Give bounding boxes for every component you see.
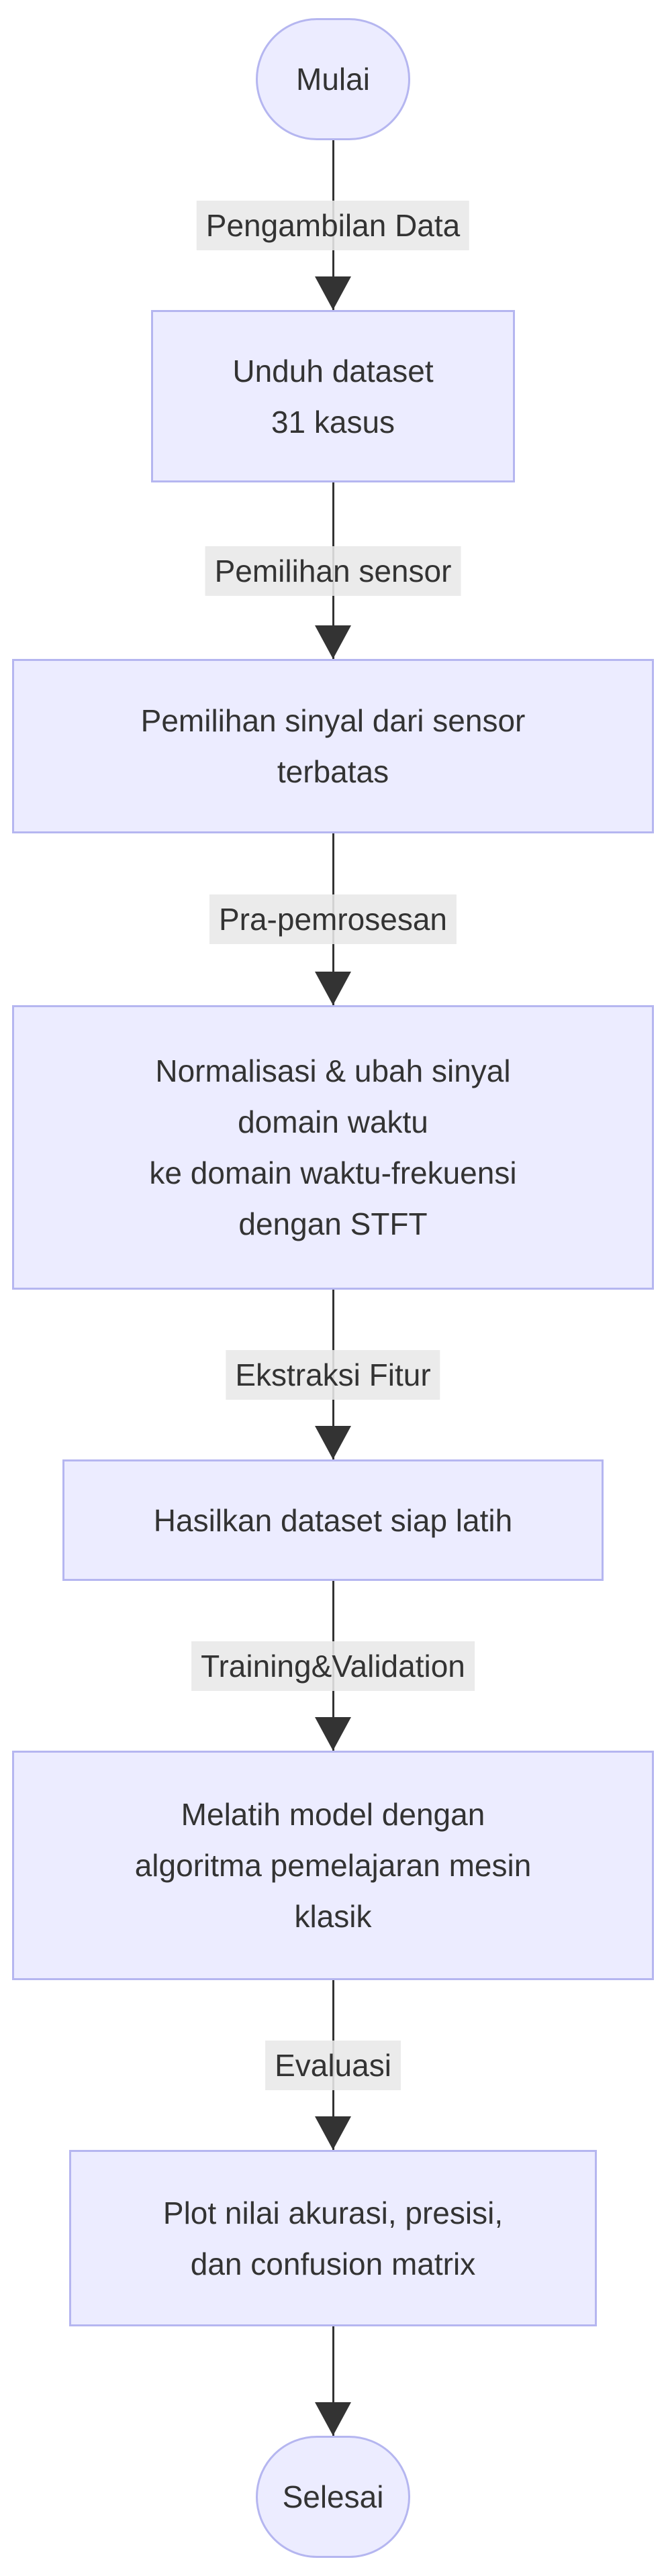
arrowhead-icon	[315, 276, 351, 310]
edge-evaluasi: Evaluasi	[0, 1980, 666, 2150]
arrowhead-icon	[315, 1717, 351, 1751]
node-pemilihan-sinyal: Pemilihan sinyal dari sensor terbatas	[12, 659, 654, 833]
node-normalisasi-stft-line: dengan STFT	[238, 1206, 428, 1241]
node-normalisasi-stft-line: Normalisasi & ubah sinyal	[155, 1053, 511, 1088]
node-plot-evaluasi-line: dan confusion matrix	[190, 2246, 476, 2281]
node-mulai: Mulai	[256, 18, 410, 140]
node-melatih-model-line: klasik	[294, 1899, 372, 1934]
node-mulai-label: Mulai	[296, 62, 370, 97]
node-unduh-dataset-line: 31 kasus	[271, 404, 395, 440]
flow-line	[332, 2326, 334, 2436]
node-normalisasi-stft-line: domain waktu	[238, 1104, 428, 1139]
node-melatih-model-line: algoritma pemelajaran mesin	[134, 1848, 532, 1883]
edge-pra-pemrosesan: Pra-pemrosesan	[0, 833, 666, 1005]
edge-training-validation: Training&Validation	[0, 1581, 666, 1751]
node-normalisasi-stft-line: ke domain waktu-frekuensi	[149, 1155, 517, 1190]
node-plot-evaluasi: Plot nilai akurasi, presisi, dan confusi…	[69, 2150, 597, 2326]
node-melatih-model: Melatih model dengan algoritma pemelajar…	[12, 1751, 654, 1980]
edge-label-ekstraksi-fitur: Ekstraksi Fitur	[226, 1349, 440, 1400]
edge-label-pengambilan-data: Pengambilan Data	[196, 200, 470, 250]
edge-label-training-validation: Training&Validation	[191, 1641, 475, 1691]
edge-label-pra-pemrosesan: Pra-pemrosesan	[209, 894, 457, 944]
node-selesai: Selesai	[256, 2436, 410, 2558]
node-unduh-dataset-line: Unduh dataset	[232, 353, 434, 389]
arrowhead-icon	[315, 1426, 351, 1459]
node-pemilihan-sinyal-line: terbatas	[277, 754, 389, 789]
node-normalisasi-stft: Normalisasi & ubah sinyal domain waktu k…	[12, 1005, 654, 1290]
node-unduh-dataset: Unduh dataset 31 kasus	[151, 310, 515, 482]
edge-pemilihan-sensor: Pemilihan sensor	[0, 482, 666, 659]
node-hasilkan-dataset-line: Hasilkan dataset siap latih	[153, 1502, 513, 1538]
edge-pengambilan-data: Pengambilan Data	[0, 140, 666, 310]
edge-ekstraksi-fitur: Ekstraksi Fitur	[0, 1290, 666, 1459]
node-hasilkan-dataset: Hasilkan dataset siap latih	[62, 1459, 604, 1581]
node-plot-evaluasi-line: Plot nilai akurasi, presisi,	[162, 2195, 504, 2230]
node-melatih-model-line: Melatih model dengan	[181, 1797, 485, 1832]
arrowhead-icon	[315, 972, 351, 1005]
edge-label-evaluasi: Evaluasi	[265, 2040, 401, 2090]
edge-label-pemilihan-sensor: Pemilihan sensor	[205, 546, 461, 596]
arrowhead-icon	[315, 2116, 351, 2150]
arrowhead-icon	[315, 2402, 351, 2436]
edge-to-selesai	[0, 2326, 666, 2436]
node-pemilihan-sinyal-line: Pemilihan sinyal dari sensor	[140, 703, 526, 738]
arrowhead-icon	[315, 625, 351, 659]
node-selesai-label: Selesai	[282, 2479, 384, 2514]
